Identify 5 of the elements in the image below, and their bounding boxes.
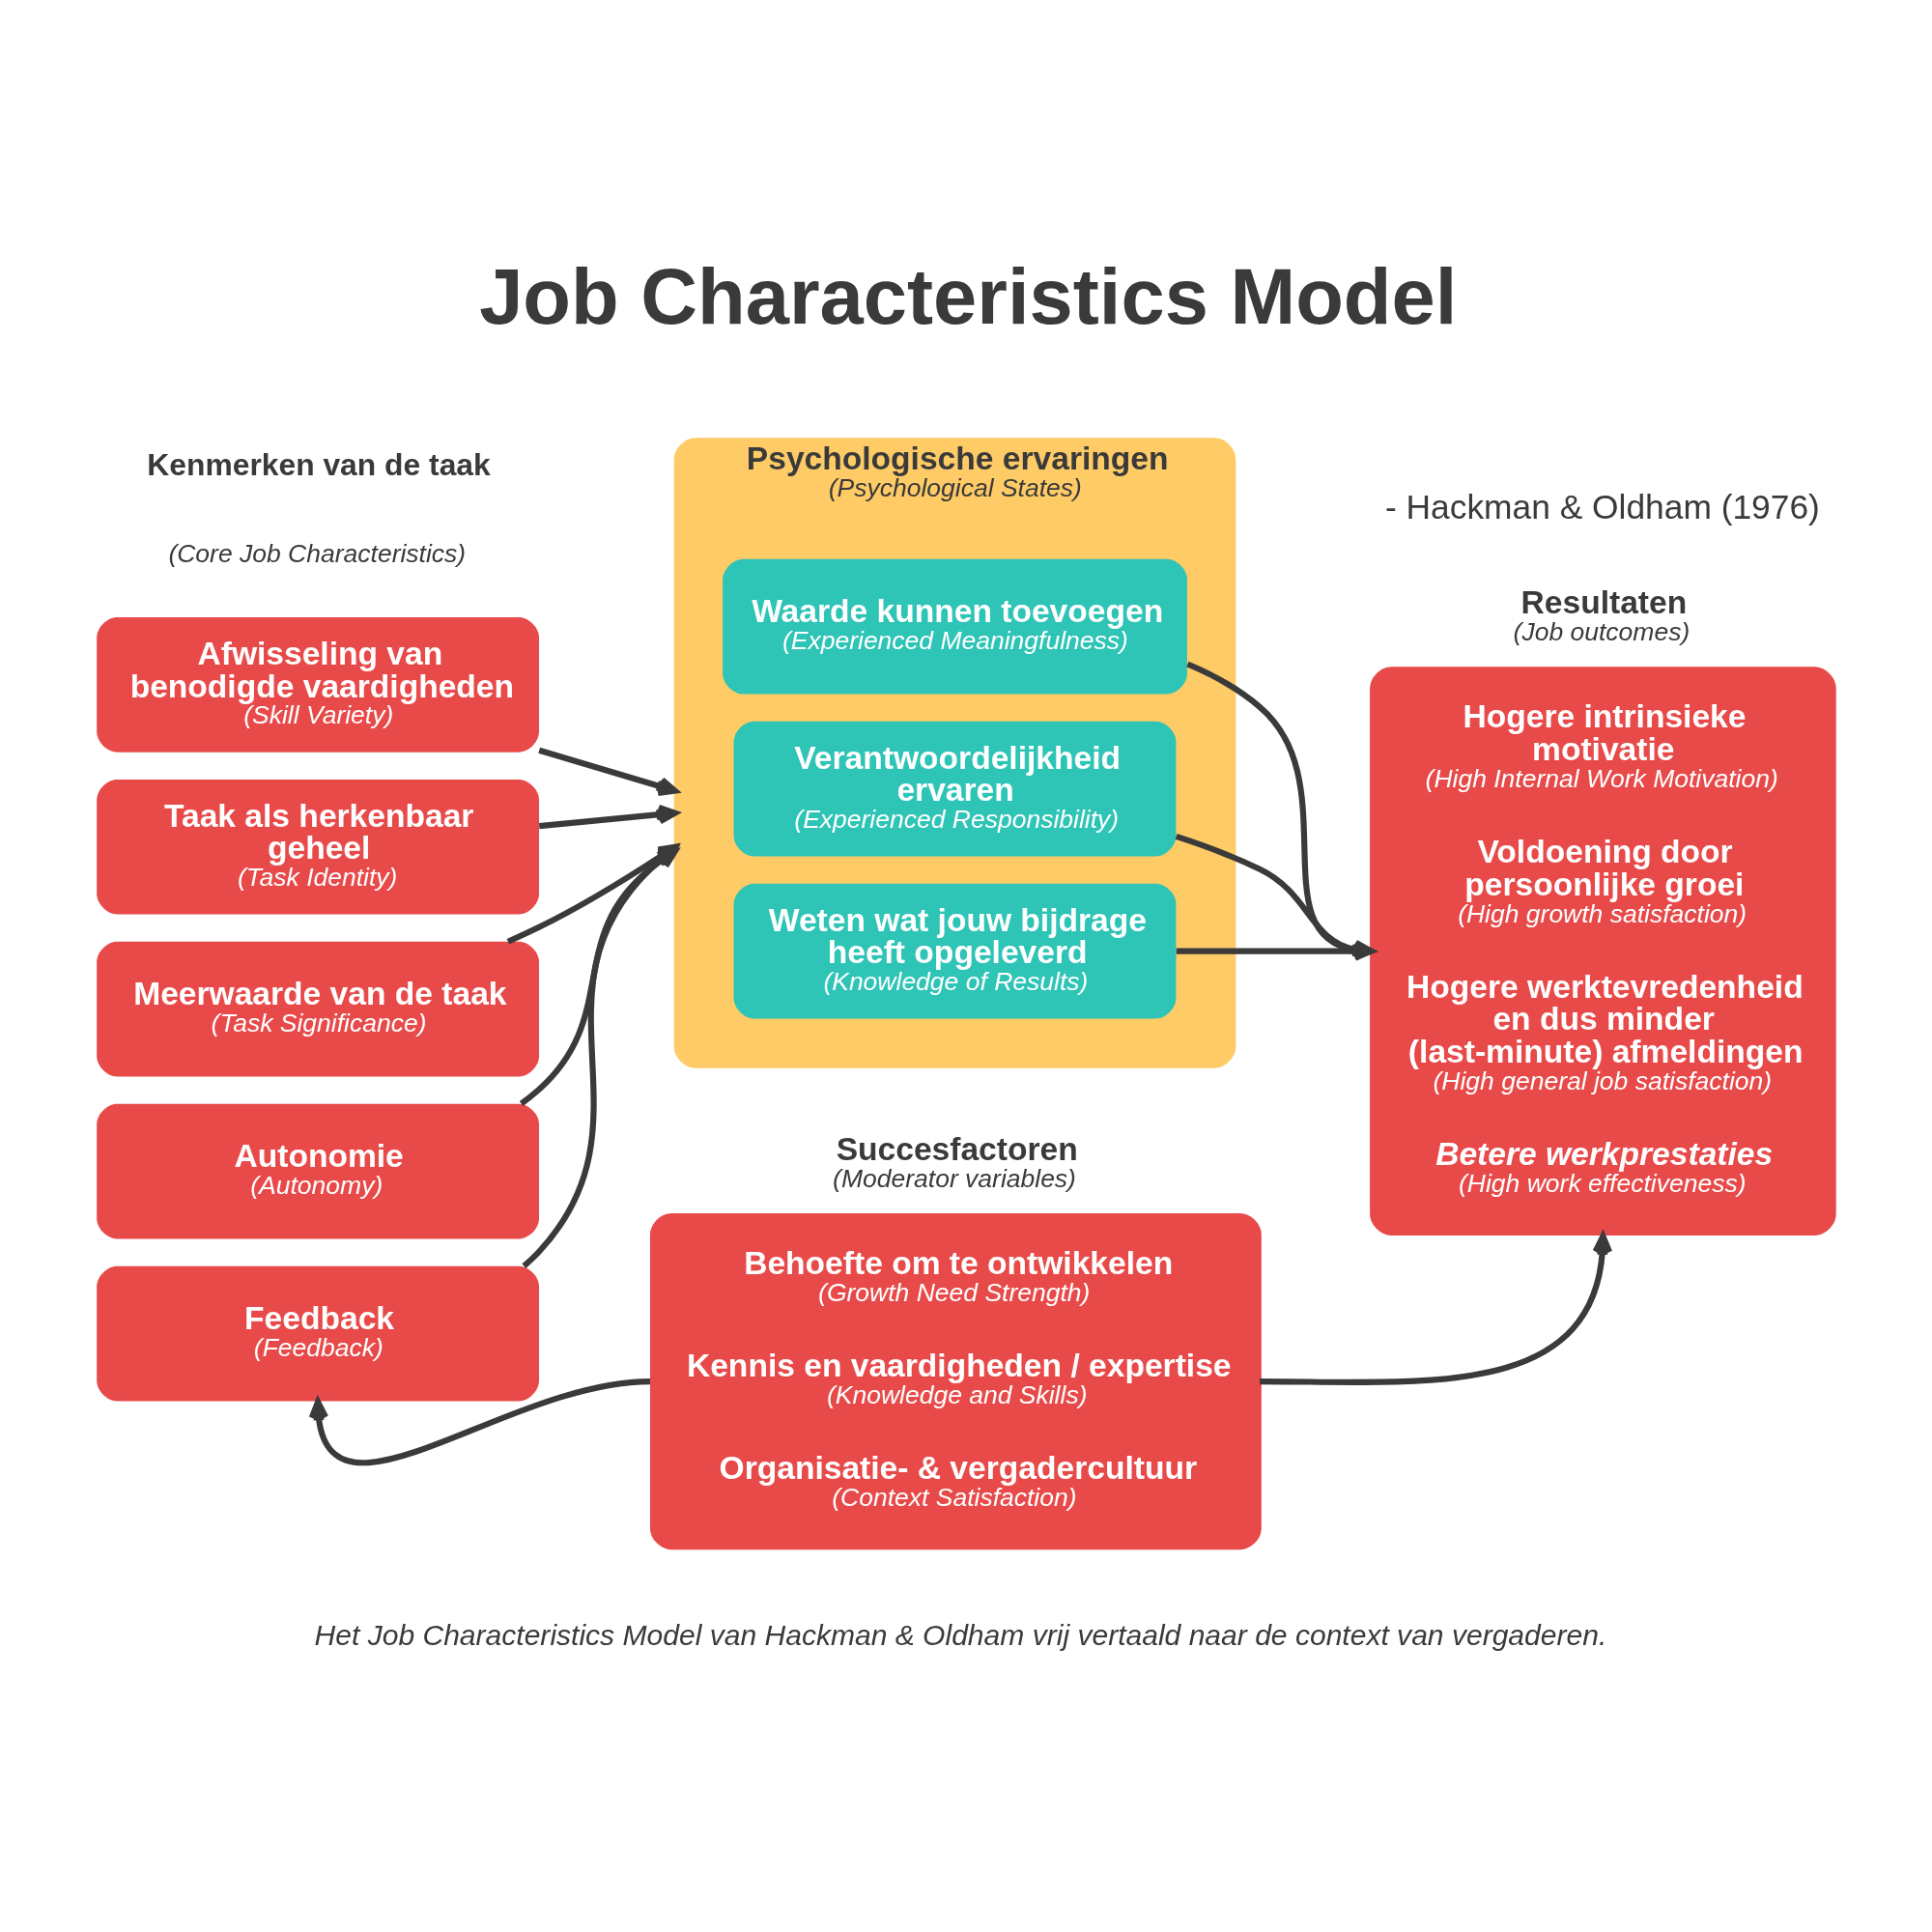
label: (Core Job Characteristics) xyxy=(168,538,467,568)
diagram-title: Job Characteristics Model xyxy=(479,251,1458,340)
label: - Hackman & Oldham (1976) xyxy=(1385,487,1820,526)
caption: Het Job Characteristics Model van Hackman & Oldham vrij vertaald naar de context van vergaderen. xyxy=(314,1618,1607,1651)
label: Kenmerken van de taak xyxy=(147,446,491,482)
